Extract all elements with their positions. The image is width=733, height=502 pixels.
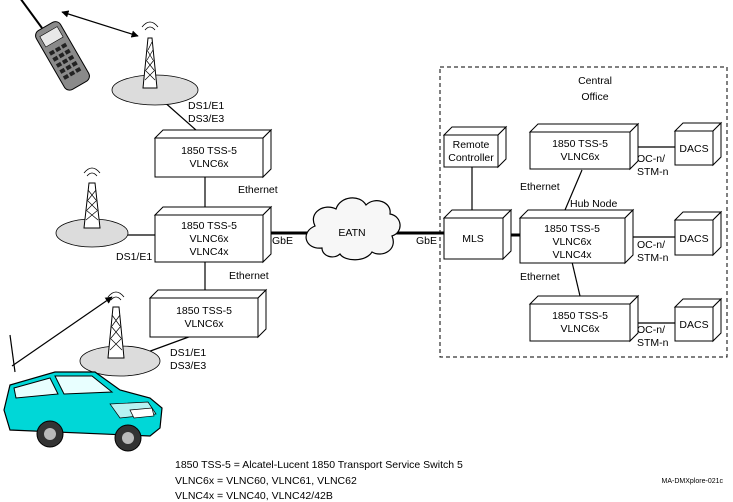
label-oc-mid-2: STM-n xyxy=(637,252,669,264)
node-tss-top-line1: 1850 TSS-5 xyxy=(181,145,237,157)
node-tss-mid-line2: VLNC6x xyxy=(189,233,229,245)
label-ethernet-bot: Ethernet xyxy=(229,270,269,282)
link-hub-to-co-bot xyxy=(571,261,581,297)
node-tss-hub-line2: VLNC6x xyxy=(552,236,592,248)
label-ds-bot-1: DS1/E1 xyxy=(170,347,206,359)
mobile-phone-icon xyxy=(20,0,90,91)
node-tss-co-top: 1850 TSS-5 VLNC6x xyxy=(528,122,640,171)
node-tss-top: 1850 TSS-5 VLNC6x xyxy=(153,128,273,179)
node-dacs-top-label: DACS xyxy=(679,143,708,155)
label-ethernet-co-top: Ethernet xyxy=(520,181,560,193)
label-ds-top-1: DS1/E1 xyxy=(188,100,224,112)
label-oc-bot-1: OC-n/ xyxy=(637,324,665,336)
node-tss-mid: 1850 TSS-5 VLNC6x VLNC4x xyxy=(153,205,273,264)
node-tss-top-line2: VLNC6x xyxy=(189,158,229,170)
label-oc-bot-2: STM-n xyxy=(637,337,669,349)
node-tss-mid-line1: 1850 TSS-5 xyxy=(181,220,237,232)
node-tss-co-bot-line1: 1850 TSS-5 xyxy=(552,310,608,322)
tower-bot xyxy=(79,291,161,377)
node-mls: MLS xyxy=(442,208,513,261)
node-mls-label: MLS xyxy=(462,233,484,245)
label-gbe-right: GbE xyxy=(416,235,437,247)
central-office-label-line2: Office xyxy=(581,91,608,103)
car-to-tower-arrow xyxy=(11,296,113,367)
link-hub-to-co-top xyxy=(564,169,583,211)
label-ds-top-2: DS3/E3 xyxy=(188,113,224,125)
phone-to-tower-arrow xyxy=(61,10,139,38)
node-remote-line1: Remote xyxy=(453,139,490,151)
figure-id: MA-DMXplore-021c xyxy=(662,478,724,485)
tower-mid xyxy=(55,167,129,248)
legend-line1: 1850 TSS-5 = Alcatel-Lucent 1850 Transpo… xyxy=(175,459,463,471)
label-ds-mid: DS1/E1 xyxy=(116,251,152,263)
car-icon xyxy=(3,334,163,452)
eatn-label: EATN xyxy=(338,227,365,239)
label-hub-node: Hub Node xyxy=(570,198,617,210)
node-tss-co-top-line2: VLNC6x xyxy=(560,151,600,163)
label-ethernet-top: Ethernet xyxy=(238,184,278,196)
label-oc-mid-1: OC-n/ xyxy=(637,239,665,251)
node-tss-hub-line3: VLNC4x xyxy=(552,249,592,261)
central-office-label-line1: Central xyxy=(578,75,612,87)
tower-top xyxy=(111,21,199,106)
label-oc-top-2: STM-n xyxy=(637,166,669,178)
node-dacs-bot-label: DACS xyxy=(679,319,708,331)
node-tss-co-top-line1: 1850 TSS-5 xyxy=(552,138,608,150)
node-tss-co-bot-line2: VLNC6x xyxy=(560,323,600,335)
node-tss-hub: 1850 TSS-5 VLNC6x VLNC4x xyxy=(518,208,635,265)
legend-line2: VLNC6x = VLNC60, VLNC61, VLNC62 xyxy=(175,475,357,487)
node-tss-bot: 1850 TSS-5 VLNC6x xyxy=(148,288,268,339)
central-office-boundary xyxy=(439,66,728,358)
node-tss-hub-line1: 1850 TSS-5 xyxy=(544,223,600,235)
node-dacs-mid-label: DACS xyxy=(679,233,708,245)
label-ds-bot-2: DS3/E3 xyxy=(170,360,206,372)
node-tss-co-bot: 1850 TSS-5 VLNC6x xyxy=(528,294,640,343)
node-dacs-mid: DACS xyxy=(673,210,723,257)
label-ethernet-co-bot: Ethernet xyxy=(520,271,560,283)
node-tss-bot-line2: VLNC6x xyxy=(184,318,224,330)
node-dacs-top: DACS xyxy=(673,121,723,167)
node-remote-line2: Controller xyxy=(448,152,494,164)
node-tss-mid-line3: VLNC4x xyxy=(189,246,229,258)
label-gbe-left: GbE xyxy=(272,235,293,247)
node-tss-bot-line1: 1850 TSS-5 xyxy=(176,305,232,317)
label-oc-top-1: OC-n/ xyxy=(637,153,665,165)
node-remote-controller: Remote Controller xyxy=(442,125,508,169)
legend-line3: VLNC4x = VLNC40, VLNC42/42B xyxy=(175,490,333,502)
node-dacs-bot: DACS xyxy=(673,297,723,343)
eatn-cloud-icon: EATN xyxy=(305,197,401,261)
